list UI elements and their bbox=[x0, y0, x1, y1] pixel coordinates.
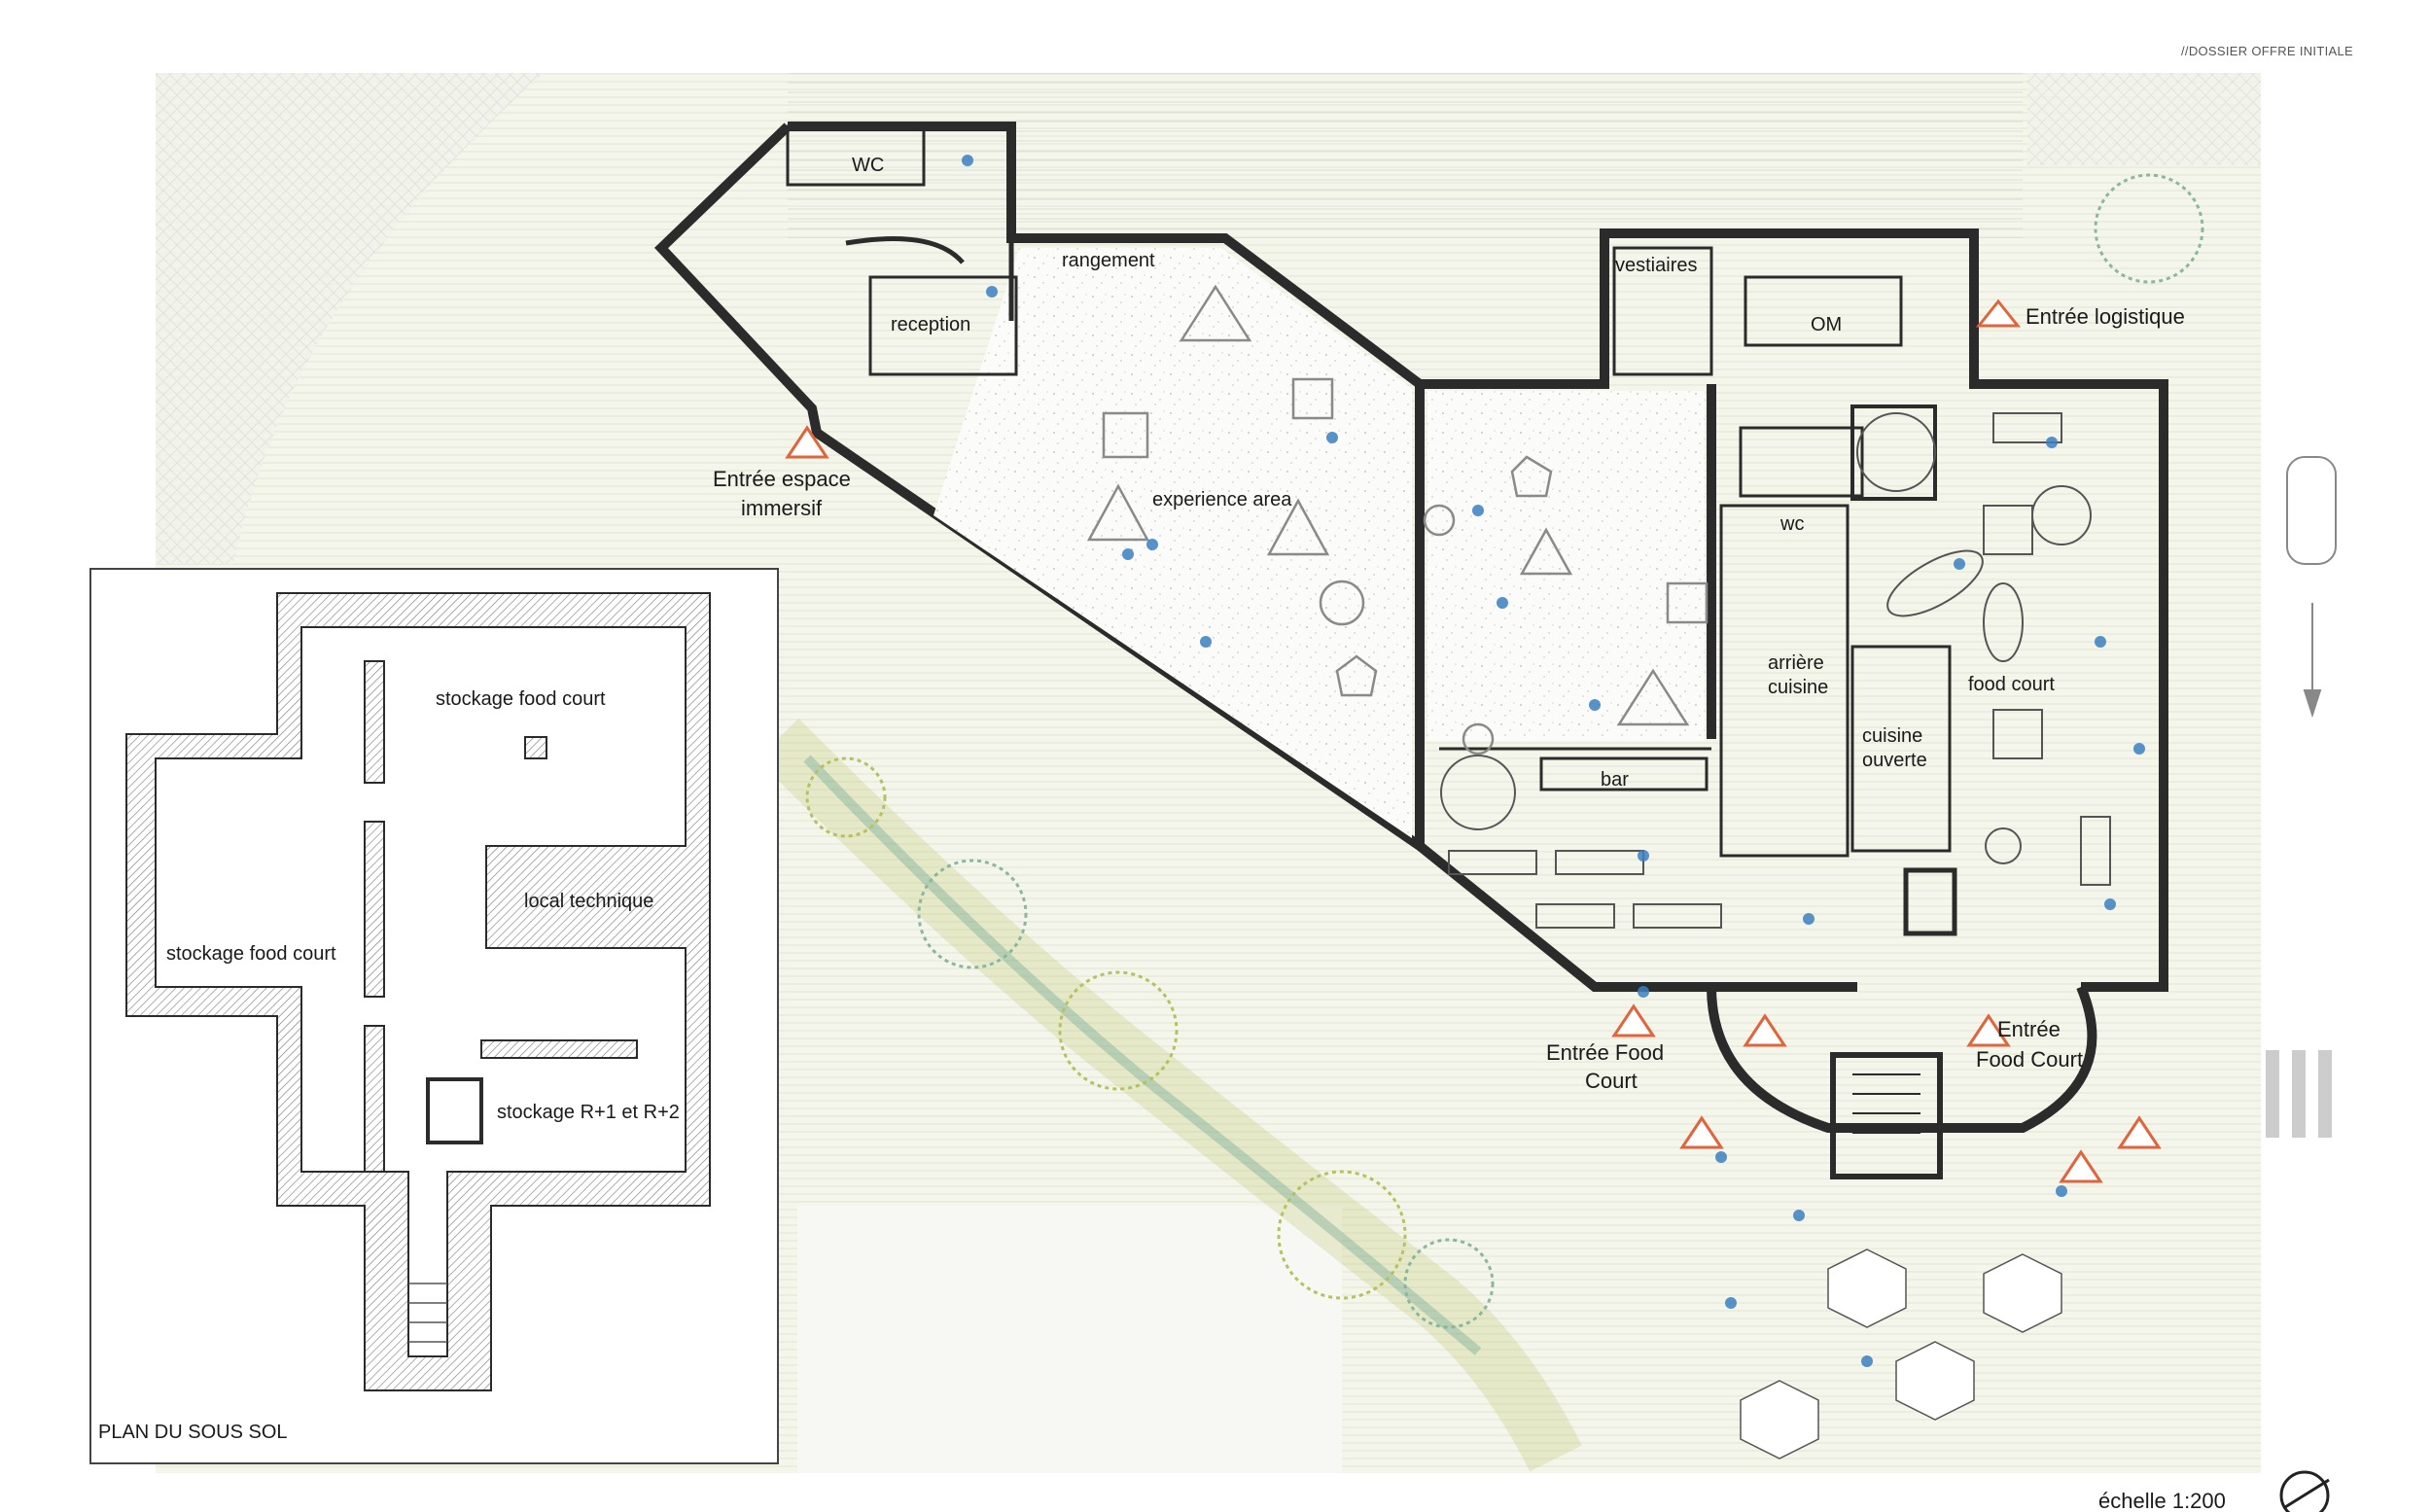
entrance-marker-2 bbox=[2117, 1115, 2162, 1149]
entrance-stair-core bbox=[1830, 1052, 1943, 1179]
crosswalk-bar-2 bbox=[2292, 1050, 2306, 1138]
paved-plaza bbox=[156, 73, 545, 564]
room-label-wc-top: WC bbox=[852, 155, 884, 176]
entrance-markers bbox=[785, 299, 2162, 1183]
room-label-experience-area: experience area bbox=[1152, 489, 1292, 510]
experience-installations bbox=[1086, 284, 1709, 756]
room-label-cuisine-ouverte-1: cuisine bbox=[1862, 725, 1922, 747]
building-walls bbox=[653, 122, 2168, 1133]
room-label-vestiaires: vestiaires bbox=[1615, 255, 1697, 276]
basement-title: PLAN DU SOUS SOL bbox=[98, 1422, 288, 1443]
entrance-label-foodcourt-east-2: Food Court bbox=[1976, 1047, 2083, 1072]
north-arrow-icon bbox=[2279, 1470, 2330, 1512]
crosswalk-bar-3 bbox=[2318, 1050, 2332, 1138]
grid-area bbox=[2027, 73, 2261, 165]
room-label-rangement: rangement bbox=[1062, 250, 1155, 271]
entrance-label-foodcourt-west-1: Entrée Food bbox=[1546, 1040, 1664, 1065]
basement-label-stockage-top: stockage food court bbox=[436, 688, 606, 710]
entrance-marker-immersif bbox=[785, 425, 829, 459]
people-figures bbox=[962, 155, 2145, 1367]
basement-stairs bbox=[408, 1283, 447, 1343]
basement-label-stockage-r1-r2: stockage R+1 et R+2 bbox=[497, 1102, 680, 1123]
basement-label-stockage-left: stockage food court bbox=[166, 943, 336, 965]
crosswalk-bar-1 bbox=[2266, 1050, 2279, 1138]
room-label-om: OM bbox=[1811, 314, 1842, 335]
entrance-marker-logistique bbox=[1975, 299, 2022, 328]
entrance-marker-1 bbox=[1679, 1115, 1724, 1149]
entrance-marker-foodcourt-east bbox=[1966, 1013, 2011, 1047]
entrance-label-foodcourt-west-2: Court bbox=[1585, 1069, 1638, 1093]
room-label-wc-mid: wc bbox=[1779, 513, 1804, 535]
entrance-marker-foodcourt-west bbox=[1611, 1003, 1656, 1037]
entrance-marker-foodcourt-mid bbox=[1743, 1013, 1787, 1047]
basement-walls bbox=[125, 592, 711, 1391]
street-elements bbox=[2266, 456, 2337, 1138]
room-label-food-court: food court bbox=[1968, 674, 2055, 695]
dossier-header: //DOSSIER OFFRE INITIALE bbox=[2181, 44, 2353, 58]
basement-inset-frame bbox=[89, 568, 779, 1464]
terrace-umbrellas bbox=[1740, 1248, 2062, 1459]
room-label-arriere-2: cuisine bbox=[1768, 677, 1828, 698]
room-label-cuisine-ouverte-2: ouverte bbox=[1862, 750, 1927, 771]
entrance-label-foodcourt-east-1: Entrée bbox=[1997, 1017, 2061, 1041]
room-label-arriere-1: arrière bbox=[1768, 652, 1824, 674]
entrance-label-logistique: Entrée logistique bbox=[2026, 304, 2185, 329]
vegetation-trees bbox=[757, 173, 2204, 1472]
scale-label: échelle 1:200 bbox=[2098, 1489, 2226, 1512]
car-icon bbox=[2286, 456, 2337, 565]
street-hatch bbox=[788, 73, 2023, 238]
room-label-bar: bar bbox=[1601, 769, 1629, 791]
entrance-marker-3 bbox=[2059, 1149, 2103, 1183]
basement-label-local-technique: local technique bbox=[524, 891, 653, 912]
entrance-label-immersif-2: immersif bbox=[741, 496, 823, 520]
room-label-reception: reception bbox=[891, 314, 970, 335]
stairs-and-furniture bbox=[1440, 412, 2111, 929]
entrance-label-immersif-1: Entrée espace bbox=[713, 467, 851, 491]
playground-area bbox=[797, 1206, 1342, 1473]
